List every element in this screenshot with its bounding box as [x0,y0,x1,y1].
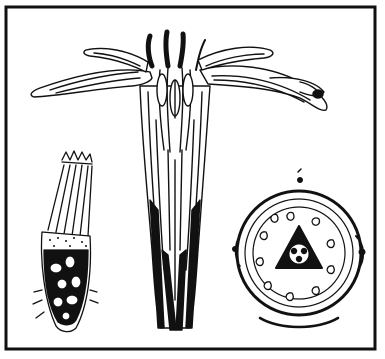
fruit-with-pappus [33,151,98,332]
style-branch-left [148,36,152,66]
petal-left-outer [31,70,152,97]
style-branch-right [180,34,183,66]
petal-left-upper [84,49,148,73]
pappus-crown [62,151,92,162]
style-branch-mid [166,32,168,66]
floral-diagram [232,169,366,327]
bract-bottom [260,318,338,327]
bract-top [297,177,303,183]
